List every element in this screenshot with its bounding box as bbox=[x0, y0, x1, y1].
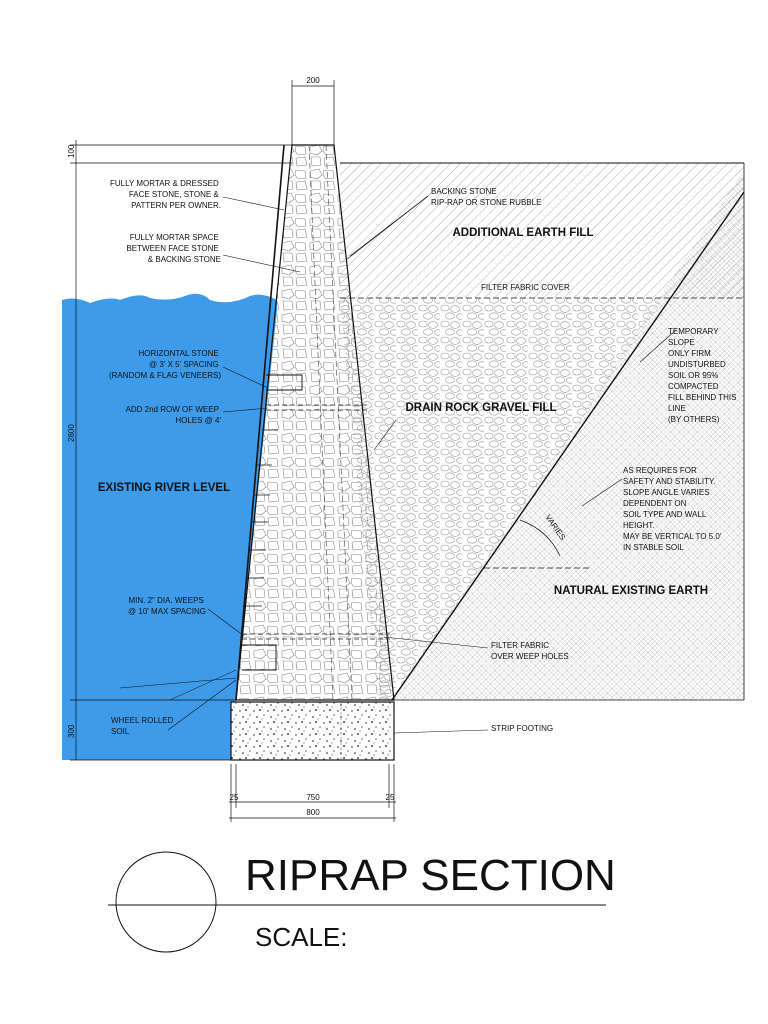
right-notes: BACKING STONE RIP-RAP OR STONE RUBBLE FI… bbox=[431, 187, 739, 733]
gravel-fill-label: DRAIN ROCK GRAVEL FILL bbox=[406, 402, 557, 414]
note-temporary-slope: TEMPORARY SLOPE ONLY FIRM UNDISTURBED SO… bbox=[668, 327, 739, 424]
dim-offset-left: 25 bbox=[230, 793, 239, 802]
section-marker-circle bbox=[115, 851, 217, 953]
stone-wall bbox=[235, 144, 395, 701]
note-horizontal-stone: HORIZONTAL STONE @ 3' X 5' SPACING (RAND… bbox=[109, 349, 221, 380]
river-level-label: EXISTING RIVER LEVEL bbox=[98, 482, 230, 494]
note-weep-row: ADD 2nd ROW OF WEEP HOLES @ 4' bbox=[126, 405, 222, 425]
dim-top-height: 100 bbox=[67, 144, 76, 158]
river-water bbox=[62, 293, 277, 760]
note-weeps: MIN. 2" DIA. WEEPS @ 10' MAX SPACING bbox=[128, 596, 206, 616]
leader-lines bbox=[167, 195, 677, 734]
note-backing-stone: BACKING STONE RIP-RAP OR STONE RUBBLE bbox=[431, 187, 541, 207]
note-slope-angle: AS REQUIRES FOR SAFETY AND STABILITY. SL… bbox=[623, 466, 724, 552]
earth-fill-label: ADDITIONAL EARTH FILL bbox=[453, 227, 594, 239]
note-face-stone: FULLY MORTAR & DRESSED FACE STONE, STONE… bbox=[110, 179, 221, 210]
dim-base-inner: 750 bbox=[306, 793, 320, 802]
section-lines bbox=[119, 162, 745, 701]
natural-earth-label: NATURAL EXISTING EARTH bbox=[554, 585, 708, 597]
note-filter-weep: FILTER FABRIC OVER WEEP HOLES bbox=[491, 641, 569, 661]
note-mortar-space: FULLY MORTAR SPACE BETWEEN FACE STONE & … bbox=[126, 233, 221, 264]
dim-footing-height: 300 bbox=[67, 724, 76, 738]
zone-labels: EXISTING RIVER LEVEL ADDITIONAL EARTH FI… bbox=[98, 227, 708, 597]
gravel-fill-zone bbox=[340, 298, 664, 700]
dim-wall-height: 2800 bbox=[67, 424, 76, 442]
title-block: RIPRAP SECTION SCALE: bbox=[108, 851, 616, 953]
page-title: RIPRAP SECTION bbox=[245, 851, 616, 900]
dim-offset-right: 25 bbox=[386, 793, 395, 802]
scale-label: SCALE: bbox=[255, 922, 348, 952]
note-strip-footing: STRIP FOOTING bbox=[491, 724, 553, 733]
strip-footing bbox=[230, 701, 395, 761]
dimension-labels: 200 100 2800 300 25 750 25 800 bbox=[67, 76, 395, 817]
dim-base-total: 800 bbox=[306, 808, 320, 817]
left-notes: FULLY MORTAR & DRESSED FACE STONE, STONE… bbox=[109, 179, 221, 736]
note-wheel-rolled: WHEEL ROLLED SOIL bbox=[111, 716, 176, 736]
dim-top-width: 200 bbox=[306, 76, 320, 85]
note-filter-cover: FILTER FABRIC COVER bbox=[481, 283, 570, 292]
